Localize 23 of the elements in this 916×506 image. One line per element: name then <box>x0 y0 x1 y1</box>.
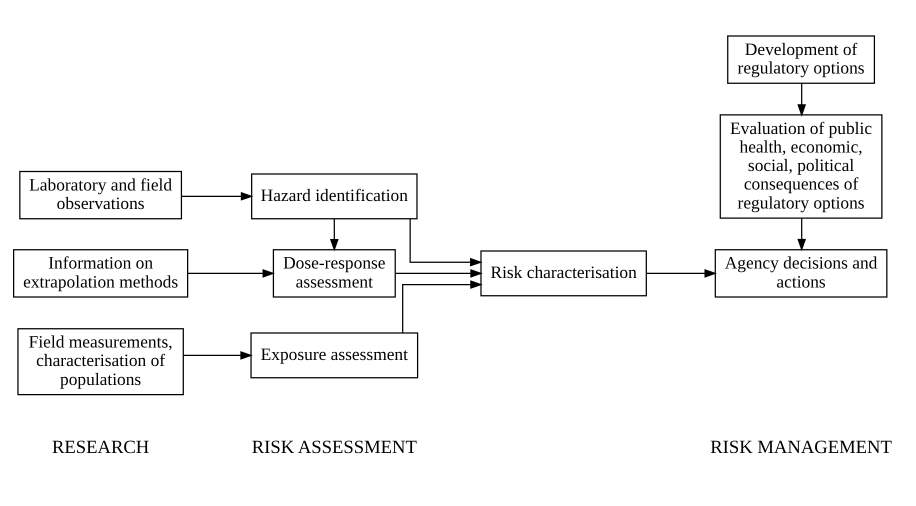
arrow <box>330 218 339 251</box>
label: RESEARCH <box>52 436 150 458</box>
node-box: Laboratory and field observations <box>19 170 182 219</box>
arrow <box>410 218 482 266</box>
arrow <box>188 268 275 278</box>
arrow <box>797 218 806 251</box>
node-box: Evaluation of public health, economic, social, political consequences of regulatory options <box>720 114 882 218</box>
label: RISK MANAGEMENT <box>710 436 892 458</box>
arrow <box>182 191 254 200</box>
node-box: Risk characterisation <box>480 250 647 296</box>
node-box: Field measurements, characterisation of populations <box>17 328 184 395</box>
node-box: Hazard identification <box>251 172 418 219</box>
node-box: Information on extrapolation methods <box>13 248 188 298</box>
arrow <box>646 268 717 278</box>
node-box: Agency decisions and actions <box>714 248 888 298</box>
node-box: Exposure assessment <box>250 332 418 378</box>
node-box: Dose-response assessment <box>272 248 396 298</box>
node-box: Development of regulatory options <box>727 34 876 84</box>
arrow <box>396 268 483 278</box>
label: RISK ASSESSMENT <box>252 436 417 458</box>
arrow <box>797 82 806 116</box>
arrow <box>183 350 253 360</box>
arrow <box>402 280 483 332</box>
